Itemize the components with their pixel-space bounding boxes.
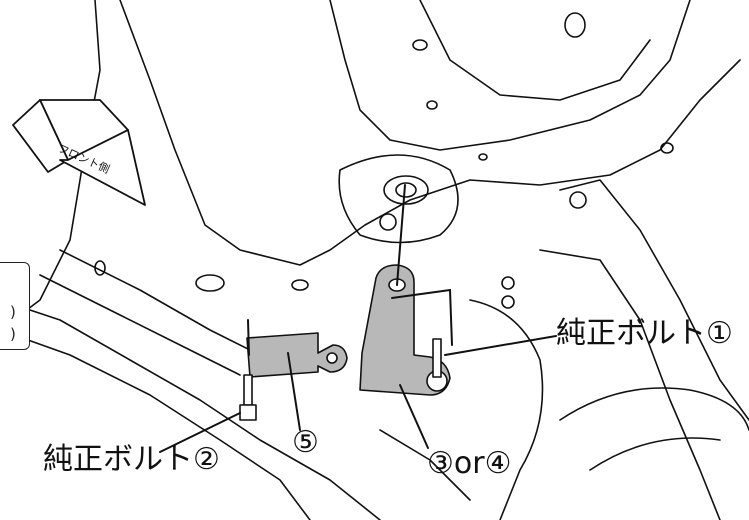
hole-a [412, 39, 428, 51]
lower-link [469, 299, 544, 520]
label-part-3-or-4: ③or④ [427, 446, 512, 481]
wheel-arc [559, 387, 749, 431]
nut-right-2 [501, 276, 515, 290]
underbody-panel-2 [419, 0, 651, 101]
bolt-2-head [239, 404, 257, 421]
lower-link-2 [379, 429, 471, 501]
chassis-frame-left [0, 0, 101, 331]
hole-g [291, 279, 309, 291]
rail-line-2 [39, 274, 241, 376]
label-part-5: ⑤ [292, 425, 319, 460]
chassis-outline-upper [119, 0, 741, 266]
hole-e [660, 142, 674, 154]
leader-part5 [287, 352, 301, 431]
hole-h [94, 260, 106, 276]
front-direction-arrow-icon [12, 99, 146, 206]
leader-part34 [399, 384, 429, 449]
hole-f [195, 274, 225, 292]
chassis-frame-lower [0, 299, 381, 520]
bracket-34 [359, 264, 451, 396]
label-genuine-bolt-2: 純正ボルト② [43, 442, 220, 477]
bolt-1-shank [432, 338, 442, 378]
side-note-line-2: ) [10, 325, 16, 343]
hole-b [426, 100, 438, 110]
bracket-5 [246, 332, 348, 378]
bracket-5-hole [326, 352, 338, 364]
rail-line-1 [59, 249, 261, 356]
side-note-line-1: ) [10, 303, 16, 321]
bolt-2-shank [243, 374, 253, 406]
guide-line-2 [391, 288, 453, 346]
underbody-panel [329, 0, 691, 151]
suspension-mount [338, 154, 459, 244]
leader-bolt1 [444, 335, 557, 356]
guide-line-1 [396, 184, 406, 286]
leader-bolt2 [159, 412, 241, 453]
right-arm-2 [539, 249, 721, 520]
nut-top [379, 213, 397, 231]
hole-c [478, 153, 488, 161]
right-arm [559, 179, 749, 421]
label-genuine-bolt-1: 純正ボルト① [556, 316, 733, 351]
nut-right [569, 191, 587, 209]
mount-hole-2 [395, 182, 417, 198]
side-note-box: ) ) [0, 262, 30, 350]
wheel-arc-2 [589, 437, 721, 471]
hole-d [564, 12, 586, 38]
guide-line-3 [247, 319, 250, 356]
nut-right-3 [501, 295, 515, 309]
chassis-frame-lower-2 [0, 329, 311, 520]
mount-hole-1 [383, 175, 429, 205]
